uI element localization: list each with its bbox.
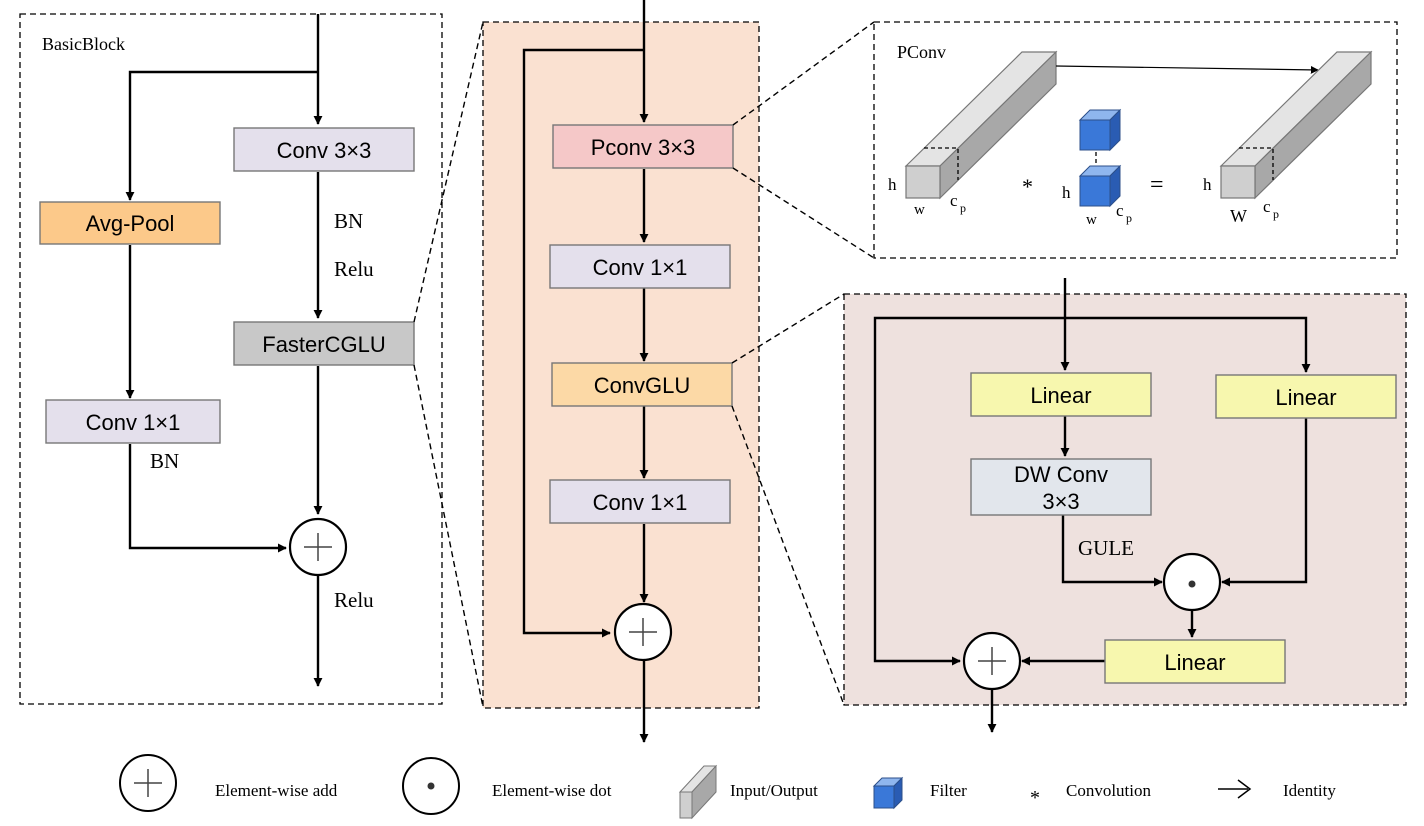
input-feature-map: [904, 50, 1058, 200]
identity-arrow-icon: [1218, 779, 1252, 799]
dwconv-kernel-label: 3×3: [1042, 489, 1079, 514]
w-label: w: [1086, 212, 1097, 228]
add-node: [962, 631, 1022, 691]
fastercglu-connectors: [522, 0, 649, 743]
basic-block-title: BasicBlock: [42, 34, 125, 54]
pconv-box: Pconv 3×3: [552, 124, 734, 169]
conv1-label: Conv 1×1: [593, 255, 688, 280]
legend-star-symbol: *: [1030, 787, 1040, 809]
convolution-star: *: [1022, 174, 1033, 199]
convglu-connectors: [873, 278, 1311, 733]
fastercglu-detail-panel: Pconv 3×3 Conv 1×1 ConvGLU Conv 1×1: [482, 0, 760, 743]
avgpool-label: Avg-Pool: [86, 211, 175, 236]
bn-label: BN: [150, 449, 179, 473]
dwconv-label: DW Conv: [1014, 462, 1108, 487]
linear-label: Linear: [1164, 650, 1225, 675]
basic-block-panel: BasicBlock Conv 3×3 BN Relu FasterCGLU A…: [19, 13, 443, 705]
c-label: c: [1263, 197, 1271, 216]
dot-node: [1162, 552, 1222, 612]
fastercglu-box: FasterCGLU: [233, 321, 415, 366]
conv1-label: Conv 1×1: [593, 490, 688, 515]
legend-identity-label: Identity: [1283, 781, 1336, 800]
filter-cube-icon: [872, 776, 904, 810]
zoom-lines-convglu: [731, 293, 845, 706]
linear-box: Linear: [1215, 374, 1397, 419]
bn-label: BN: [334, 209, 363, 233]
zoom-lines-pconv: [732, 21, 875, 259]
legend-conv-label: Convolution: [1066, 781, 1152, 800]
legend-filter-label: Filter: [930, 781, 967, 800]
output-feature-map: [1219, 50, 1373, 200]
zoom-lines-fastercglu: [413, 21, 484, 708]
p-subscript: p: [960, 201, 966, 215]
pconv-label: Pconv 3×3: [591, 135, 696, 160]
conv1-label: Conv 1×1: [86, 410, 181, 435]
pconv-title: PConv: [897, 42, 946, 62]
conv1-box: Conv 1×1: [549, 479, 731, 524]
conv3-label: Conv 3×3: [277, 138, 372, 163]
add-legend-icon: [119, 754, 177, 812]
dot-legend-icon: [402, 757, 460, 815]
basic-block-connectors: [125, 14, 323, 687]
h-label: h: [1203, 175, 1212, 194]
convglu-label: ConvGLU: [594, 373, 691, 398]
linear-label: Linear: [1275, 385, 1336, 410]
p-subscript: p: [1273, 207, 1279, 221]
w-label: w: [914, 202, 925, 218]
conv1-box: Conv 1×1: [45, 399, 221, 444]
legend-io-label: Input/Output: [730, 781, 818, 800]
h-label: h: [888, 175, 897, 194]
c-label: c: [1116, 201, 1124, 220]
legend-dot-label: Element-wise dot: [492, 781, 612, 800]
linear-box: Linear: [970, 372, 1152, 417]
linear-box: Linear: [1104, 639, 1286, 684]
equals-sign: =: [1150, 172, 1164, 198]
input-output-icon: [678, 764, 718, 820]
c-label: c: [950, 191, 958, 210]
identity-arrow: [1055, 65, 1319, 74]
gule-label: GULE: [1078, 536, 1134, 560]
convglu-box: ConvGLU: [551, 362, 733, 407]
avgpool-box: Avg-Pool: [39, 201, 221, 245]
add-node: [288, 517, 348, 577]
fastercglu-label: FasterCGLU: [262, 332, 385, 357]
dwconv-box: DW Conv 3×3: [970, 458, 1152, 516]
relu-label: Relu: [334, 588, 374, 612]
legend-add-label: Element-wise add: [215, 781, 338, 800]
filter-cube-icon: [1078, 164, 1122, 208]
w-label: W: [1230, 206, 1247, 226]
h-label: h: [1062, 183, 1071, 202]
add-node: [613, 602, 673, 662]
filter-cube-icon: [1078, 108, 1122, 152]
convglu-detail-panel: Linear Linear DW Conv 3×3 GULE Linear: [843, 278, 1407, 733]
conv1-box: Conv 1×1: [549, 244, 731, 289]
legend: Element-wise add Element-wise dot Input/…: [119, 754, 1336, 820]
relu-label: Relu: [334, 257, 374, 281]
pconv-detail-panel: PConv h w c p * h w c p =: [873, 21, 1398, 259]
p-subscript: p: [1126, 211, 1132, 225]
linear-label: Linear: [1030, 383, 1091, 408]
conv3-box: Conv 3×3: [233, 127, 415, 172]
